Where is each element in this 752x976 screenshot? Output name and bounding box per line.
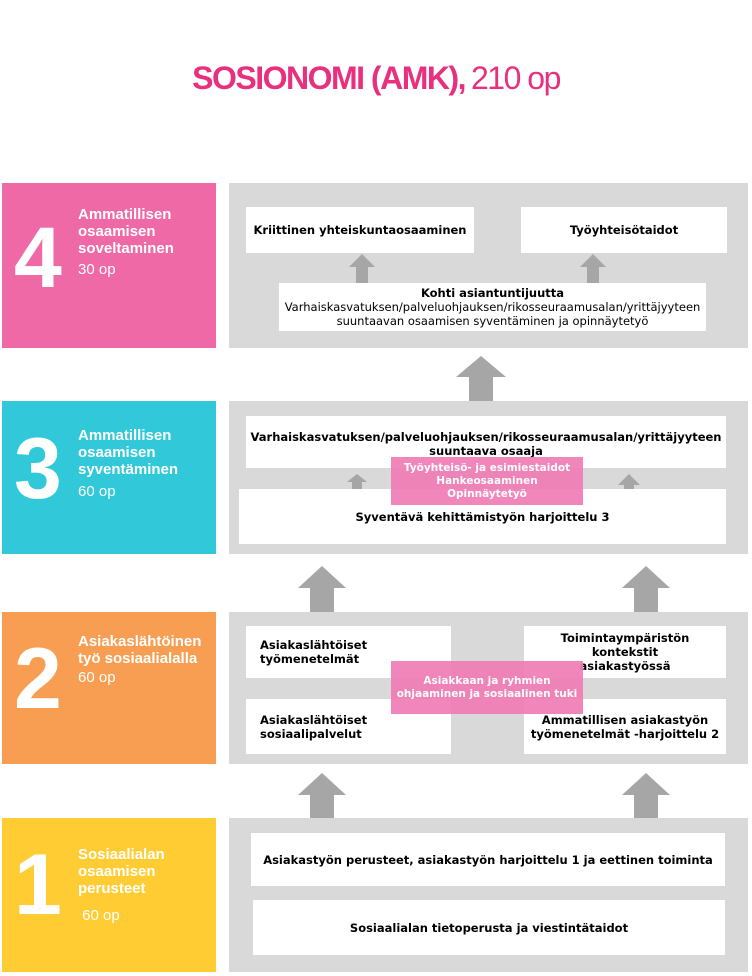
level-credits: 30 op	[78, 261, 116, 278]
level-number: 2	[14, 631, 62, 727]
guidance-support-overlay: Asiakkaan ja ryhmien ohjaaminen ja sosia…	[391, 661, 583, 714]
leadership-project-overlay: Työyhteisö- ja esimiestaidot Hankeosaami…	[391, 457, 583, 505]
level-4-block: 4 Ammatillisen osaamisen soveltaminen 30…	[2, 183, 216, 348]
level-credits: 60 op	[78, 483, 116, 500]
arrow-up-icon	[298, 566, 346, 612]
box-title: Kohti asiantuntijuutta	[420, 286, 565, 300]
title-credits: 210 op	[471, 60, 561, 96]
casework-basics-box: Asiakastyön perusteet, asiakastyön harjo…	[251, 833, 725, 886]
level-1-block: 1 Sosiaalialan osaamisen perusteet 60 op	[2, 818, 216, 972]
level-number: 4	[14, 210, 62, 306]
arrow-up-icon	[580, 254, 606, 284]
arrow-up-icon	[349, 254, 375, 284]
level-2-block: 2 Asiakaslähtöinen työ sosiaalialalla 60…	[2, 612, 216, 764]
level-name: Ammatillisen osaamisen soveltaminen	[78, 206, 174, 257]
level-credits: 60 op	[78, 907, 120, 924]
level-number: 1	[14, 837, 62, 933]
level-credits: 60 op	[78, 669, 116, 686]
work-community-box: Työyhteisötaidot	[521, 207, 727, 253]
box-text: Varhaiskasvatuksen/palveluohjauksen/riko…	[284, 300, 701, 328]
arrow-up-icon	[622, 566, 670, 612]
level-number: 3	[14, 421, 62, 517]
oriented-expert-box: Varhaiskasvatuksen/palveluohjauksen/riko…	[246, 416, 726, 468]
title-main: SOSIONOMI (AMK),	[192, 60, 466, 96]
level-name: Asiakaslähtöinen työ sosiaalialalla	[78, 633, 202, 667]
knowledge-communication-box: Sosiaalialan tietoperusta ja viestintäta…	[253, 900, 725, 955]
level-name: Sosiaalialan osaamisen perusteet	[78, 846, 165, 897]
level-name: Ammatillisen osaamisen syventäminen	[78, 427, 179, 478]
arrow-up-icon	[456, 356, 506, 402]
arrow-up-icon	[298, 773, 346, 819]
level-3-block: 3 Ammatillisen osaamisen syventäminen 60…	[2, 401, 216, 554]
critical-society-box: Kriittinen yhteiskuntaosaaminen	[246, 207, 474, 253]
toward-expertise-box: Kohti asiantuntijuutta Varhaiskasvatukse…	[279, 283, 706, 331]
arrow-up-icon	[618, 474, 640, 502]
arrow-up-icon	[622, 773, 670, 819]
arrow-up-icon	[347, 474, 367, 490]
client-methods-box: Asiakaslähtöiset työmenetelmät	[246, 626, 451, 678]
page-title: SOSIONOMI (AMK),210 op	[0, 60, 752, 97]
